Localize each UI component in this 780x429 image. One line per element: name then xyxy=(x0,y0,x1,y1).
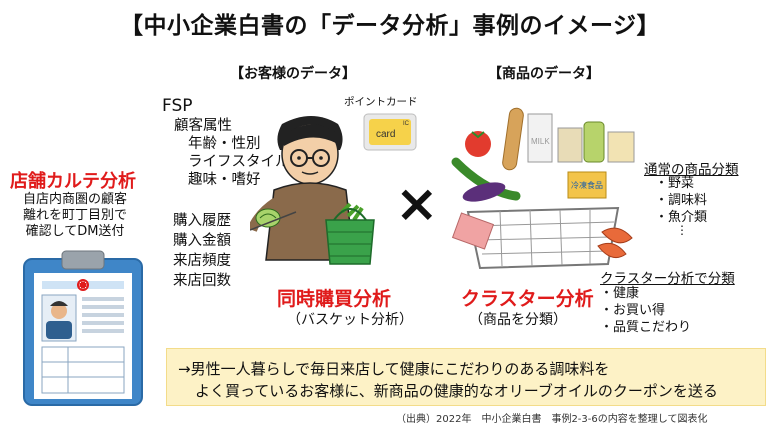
basket-analysis-title: 同時購買分析 xyxy=(277,288,392,310)
product-data-heading: 【商品のデータ】 xyxy=(488,66,600,82)
normal-class-item: ・調味料 xyxy=(655,193,708,208)
fsp-label: FSP xyxy=(162,96,193,116)
attributes-heading: 顧客属性 xyxy=(174,118,232,134)
normal-class-item: ・野菜 xyxy=(655,176,695,191)
attribute-item: 年齢・性別 xyxy=(188,136,261,152)
cluster-analysis-title: クラスター分析 xyxy=(461,288,594,310)
store-karte-analysis-title: 店舗カルテ分析 xyxy=(10,171,136,192)
card-ic-text: IC xyxy=(403,121,410,127)
cluster-classification-title: クラスター分析で分類 xyxy=(600,271,735,287)
purchase-item: 購入履歴 xyxy=(173,213,231,229)
attribute-item: 趣味・嗜好 xyxy=(188,172,261,188)
clipboard-karte-illustration xyxy=(22,249,144,411)
karte-desc-line: 確認してDM送付 xyxy=(25,224,125,239)
attribute-item: ライフスタイル xyxy=(188,154,290,170)
customer-data-heading: 【お客様のデータ】 xyxy=(230,66,356,82)
shopper-illustration xyxy=(247,112,390,276)
milk-label: MILK xyxy=(531,137,550,146)
note-line-2: よく買っているお客様に、新商品の健康的なオリーブオイルのクーポンを送る xyxy=(195,382,718,400)
cluster-classification-list: ・健康 ・お買い得 ・品質こだわり xyxy=(600,285,691,336)
purchase-item: 来店回数 xyxy=(173,273,231,289)
frozen-food-label: 冷凍食品 xyxy=(571,180,603,190)
cluster-class-item: ・健康 xyxy=(600,286,640,301)
purchase-data-list: 購入履歴 購入金額 来店頻度 来店回数 xyxy=(173,211,231,291)
normal-class-item: ・魚介類 xyxy=(655,210,708,225)
normal-classification-title: 通常の商品分類 xyxy=(644,162,739,178)
customer-attributes: 顧客属性 年齢・性別 ライフスタイル 趣味・嗜好 xyxy=(174,117,290,189)
multiply-icon: × xyxy=(395,174,439,234)
normal-classification-list: ・野菜 ・調味料 ・魚介類 xyxy=(655,175,707,226)
source-citation: （出典）2022年 中小企業白書 事例2-3-6の内容を整理して図表化 xyxy=(396,414,708,425)
purchase-item: 来店頻度 xyxy=(173,253,231,269)
store-karte-description: 自店内商圏の顧客 離れを町丁目別で 確認してDM送付 xyxy=(14,192,136,240)
karte-desc-line: 離れを町丁目別で xyxy=(22,208,127,223)
grocery-basket-illustration: MILK 冷凍食品 xyxy=(450,100,640,274)
point-card-label: ポイントカード xyxy=(344,96,418,108)
example-note-box xyxy=(166,348,766,406)
basket-analysis-sub: （バスケット分析） xyxy=(287,312,413,328)
cluster-analysis-sub: （商品を分類） xyxy=(469,312,567,328)
page-title: 【中小企業白書の「データ分析」事例のイメージ】 xyxy=(119,13,661,39)
karte-desc-line: 自店内商圏の顧客 xyxy=(22,192,127,207)
point-card-icon: card IC xyxy=(363,113,417,155)
cluster-class-item: ・お買い得 xyxy=(600,303,666,318)
cluster-class-item: ・品質こだわり xyxy=(600,320,692,335)
normal-class-ellipsis: ⋮ xyxy=(676,223,688,237)
card-text: card xyxy=(376,129,395,140)
note-line-1: →男性一人暮らしで毎日来店して健康にこだわりのある調味料を xyxy=(178,360,610,378)
purchase-item: 購入金額 xyxy=(173,233,231,249)
